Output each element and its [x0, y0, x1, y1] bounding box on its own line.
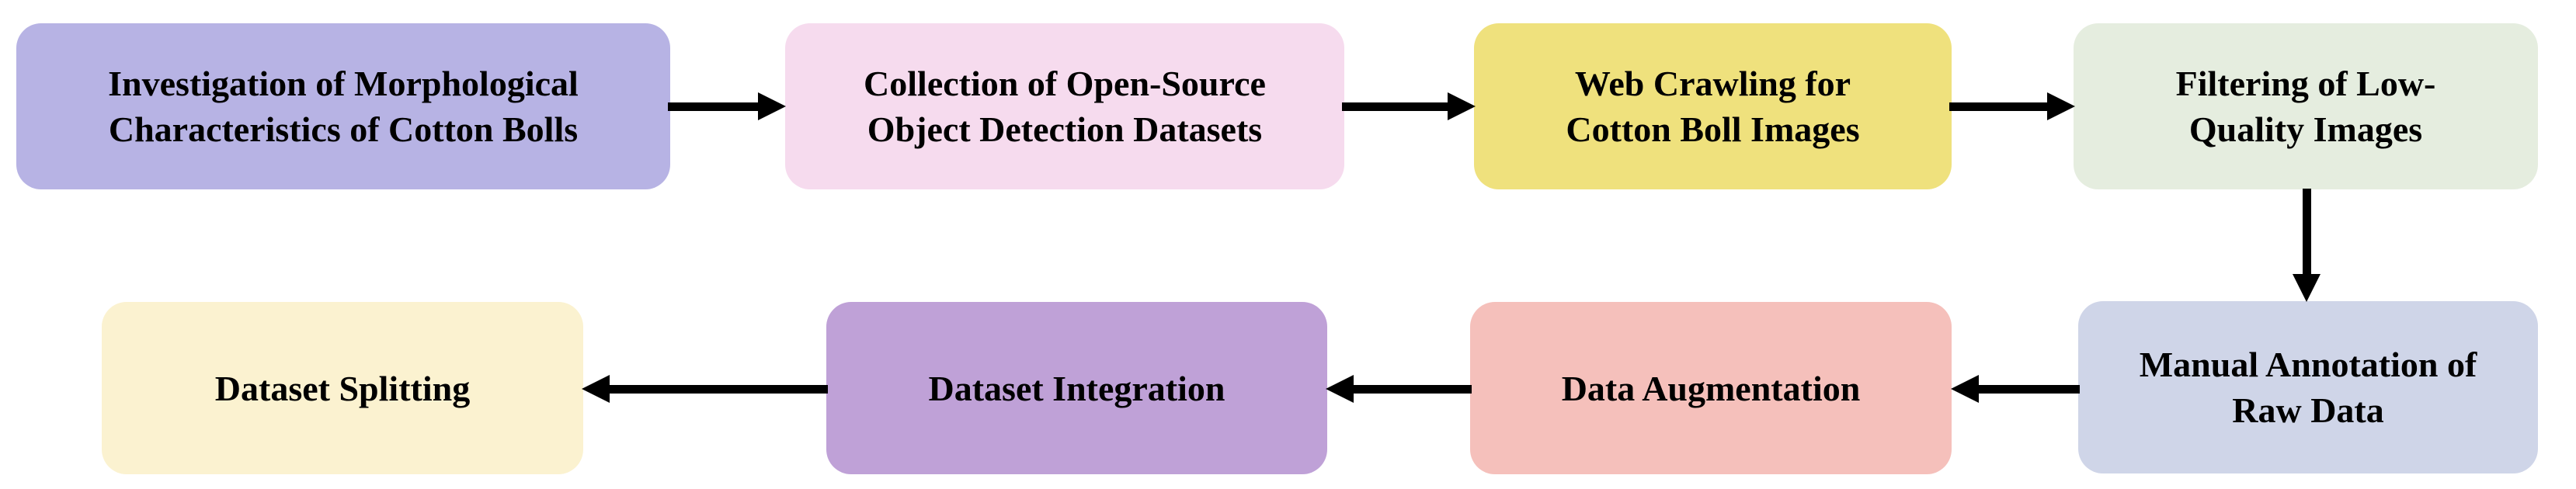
arrow-down-icon — [2293, 274, 2320, 302]
arrow-filtering-to-manual-annotation — [2293, 189, 2320, 302]
arrow-investigation-to-collection — [668, 92, 786, 120]
arrow-shaft — [2302, 189, 2311, 274]
node-label-line: Dataset Splitting — [214, 368, 471, 408]
arrow-shaft — [610, 384, 828, 394]
node-collection-of-open-source-datasets: Collection of Open-Source Object Detecti… — [785, 23, 1344, 189]
arrow-data-augmentation-to-dataset-integration — [1326, 375, 1472, 403]
node-manual-annotation: Manual Annotation of Raw Data — [2078, 301, 2538, 473]
node-dataset-integration: Dataset Integration — [826, 302, 1327, 474]
node-label-line: Raw Data — [2232, 390, 2384, 430]
node-label-line: Manual Annotation of — [2139, 345, 2477, 384]
node-label-line: Object Detection Datasets — [867, 109, 1263, 149]
arrow-shaft — [1949, 102, 2047, 111]
node-label-line: Collection of Open-Source — [864, 64, 1266, 103]
arrow-web-crawling-to-filtering — [1949, 92, 2075, 120]
arrow-left-icon — [1326, 375, 1354, 403]
arrow-left-icon — [1951, 375, 1979, 403]
node-filtering-low-quality-images: Filtering of Low- Quality Images — [2074, 23, 2538, 189]
arrow-right-icon — [1448, 92, 1476, 120]
arrow-dataset-integration-to-dataset-splitting — [582, 375, 828, 403]
node-label-line: Dataset Integration — [928, 368, 1225, 408]
node-dataset-splitting: Dataset Splitting — [102, 302, 583, 474]
node-investigation-of-morphological-characteristics: Investigation of Morphological Character… — [16, 23, 670, 189]
node-label-line: Filtering of Low- — [2175, 64, 2436, 103]
arrow-collection-to-web-crawling — [1342, 92, 1476, 120]
arrow-right-icon — [758, 92, 786, 120]
arrow-shaft — [1354, 384, 1472, 394]
arrow-manual-annotation-to-data-augmentation — [1951, 375, 2080, 403]
node-web-crawling: Web Crawling for Cotton Boll Images — [1474, 23, 1952, 189]
node-label-line: Data Augmentation — [1561, 368, 1861, 408]
node-label-line: Cotton Boll Images — [1566, 109, 1860, 149]
arrow-shaft — [1342, 102, 1448, 111]
node-label-line: Web Crawling for — [1574, 64, 1851, 103]
node-label-line: Investigation of Morphological — [108, 64, 579, 103]
node-data-augmentation: Data Augmentation — [1470, 302, 1952, 474]
arrow-shaft — [668, 102, 758, 111]
arrow-right-icon — [2047, 92, 2075, 120]
node-label-line: Quality Images — [2188, 109, 2423, 149]
node-label-line: Characteristics of Cotton Bolls — [108, 109, 579, 149]
arrow-left-icon — [582, 375, 610, 403]
arrow-shaft — [1979, 384, 2080, 394]
